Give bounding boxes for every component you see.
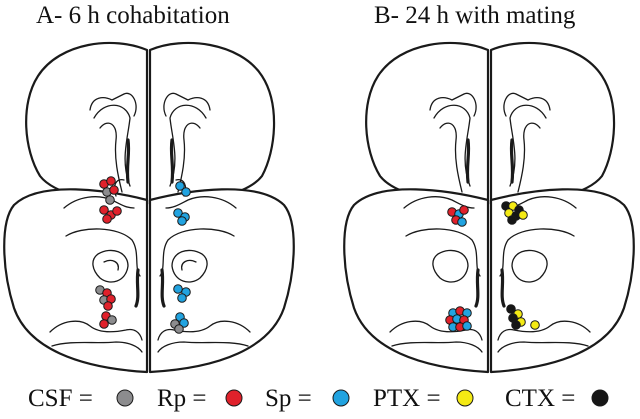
dot-sp xyxy=(173,284,183,294)
panel-b-title: B- 24 h with mating xyxy=(374,2,576,29)
dot-sp xyxy=(175,181,185,191)
dot-sp xyxy=(177,216,187,226)
legend-label-csf: CSF = xyxy=(28,385,93,412)
dot-rp xyxy=(109,185,119,195)
dot-sp xyxy=(181,187,191,197)
legend-swatch-ptx xyxy=(456,389,474,407)
legend-label-ptx: PTX = xyxy=(373,385,441,412)
upper-right-hemisphere xyxy=(489,41,616,206)
dot-rp xyxy=(106,176,116,186)
dot-csf xyxy=(105,195,115,205)
dot-ctx xyxy=(506,304,516,314)
dot-rp xyxy=(112,206,122,216)
dot-rp xyxy=(99,205,109,215)
panel-a-title: A- 6 h cohabitation xyxy=(36,2,230,29)
legend: CSF = Rp = Sp = PTX = CTX = xyxy=(28,385,609,412)
dot-ctx xyxy=(511,320,521,330)
dot-ctx xyxy=(507,215,517,225)
dot-csf xyxy=(107,315,117,325)
dot-rp xyxy=(99,319,109,329)
dot-rp xyxy=(459,205,469,215)
legend-label-rp: Rp = xyxy=(157,385,207,412)
dot-sp xyxy=(177,293,187,303)
lower-right-hemisphere xyxy=(148,188,295,374)
lower-left-hemisphere xyxy=(343,188,490,374)
lower-right-hemisphere xyxy=(489,188,635,374)
dot-csf xyxy=(174,324,184,334)
legend-swatch-sp xyxy=(332,389,350,407)
legend-label-ctx: CTX = xyxy=(505,385,575,412)
dot-rp xyxy=(102,214,112,224)
legend-swatch-csf xyxy=(116,389,134,407)
dot-sp xyxy=(457,217,467,227)
panel-a-brain-section xyxy=(3,41,295,374)
dot-sp xyxy=(462,321,472,331)
legend-swatch-ctx xyxy=(591,389,609,407)
dot-rp xyxy=(103,301,113,311)
lower-left-hemisphere xyxy=(3,188,149,374)
upper-right-hemisphere xyxy=(148,41,276,206)
legend-label-sp: Sp = xyxy=(265,385,312,412)
legend-swatch-rp xyxy=(225,389,243,407)
panel-b-brain-section xyxy=(343,41,635,374)
dot-ptx xyxy=(530,320,540,330)
dot-ptx xyxy=(518,210,528,220)
dot-sp xyxy=(173,208,183,218)
